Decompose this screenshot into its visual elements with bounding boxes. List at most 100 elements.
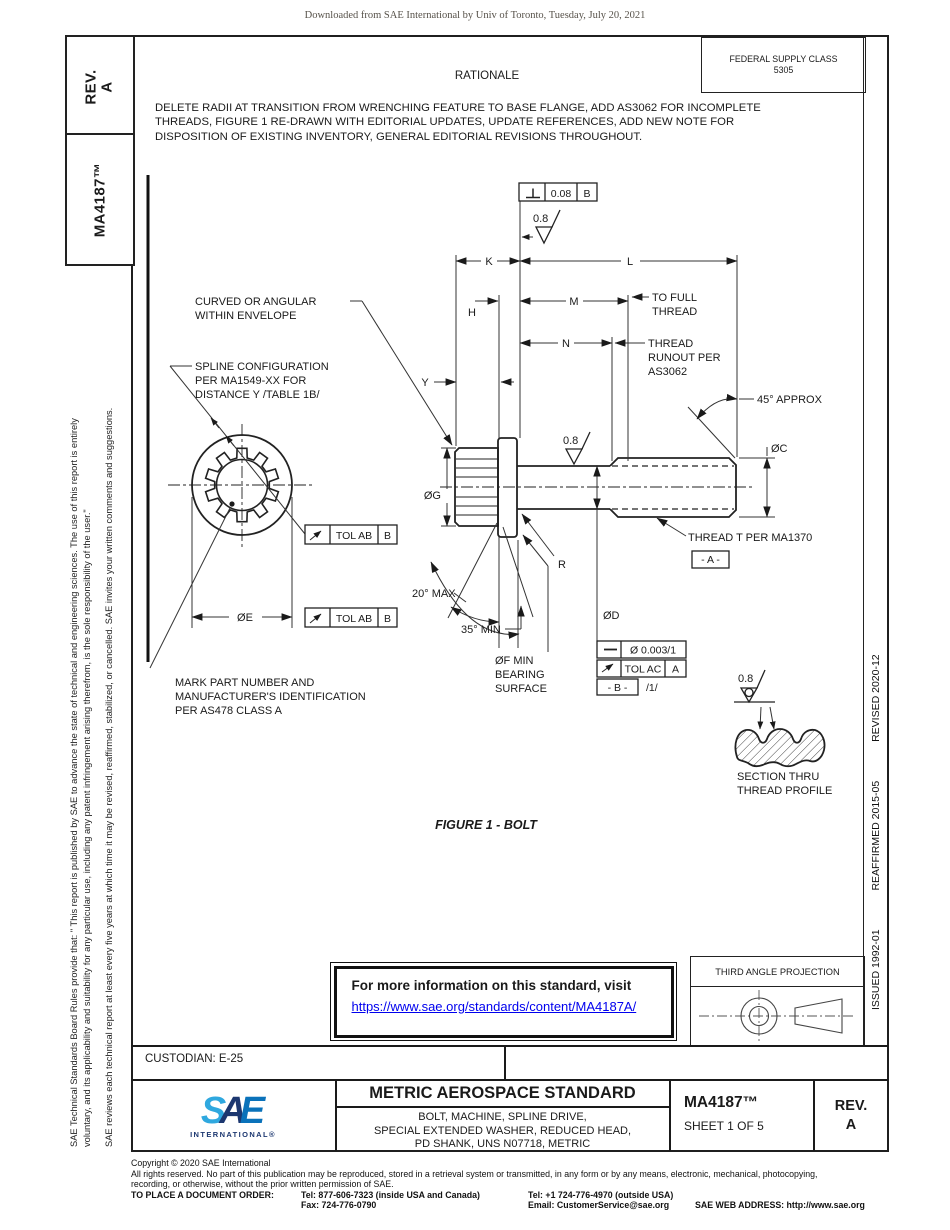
dim-h: H — [468, 307, 476, 319]
surface-finish-shank: 0.8 — [563, 435, 578, 447]
bearing-surface-note: ØF MIN — [495, 655, 534, 667]
rights-line: recording, or otherwise, without the pri… — [131, 1179, 394, 1190]
email-address: Email: CustomerService@sae.org — [528, 1200, 670, 1211]
surface-finish-symbols — [534, 209, 766, 704]
rationale-line: DISPOSITION OF EXISTING INVENTORY, GENER… — [155, 130, 643, 143]
sae-logo-letter-a: A — [219, 1090, 247, 1132]
title-block-divider — [813, 1081, 815, 1151]
standard-subtitle: SPECIAL EXTENDED WASHER, REDUCED HEAD, — [373, 1124, 632, 1137]
marking-note: PER AS478 CLASS A — [175, 705, 283, 717]
issued-date: ISSUED 1992-01 — [870, 929, 882, 1010]
angle-45-approx: 45° APPROX — [757, 394, 823, 406]
angle-20-max: 20° MAX — [412, 588, 456, 600]
title-block-divider — [669, 1081, 671, 1151]
section-label: SECTION THRU — [737, 771, 819, 783]
spline-config-note: SPLINE CONFIGURATION — [195, 361, 329, 373]
disclaimer-line: SAE reviews each technical report at lea… — [104, 407, 114, 1147]
title-block-divider — [131, 1079, 888, 1081]
tol-ab-frame: TOL AB — [336, 613, 372, 625]
fsc-value: 5305 — [773, 65, 794, 75]
feature-control-frames — [304, 182, 730, 696]
fcf-perp-datum: B — [583, 188, 590, 200]
dim-m: M — [569, 296, 578, 308]
standard-subtitle: BOLT, MACHINE, SPLINE DRIVE, — [418, 1111, 587, 1123]
order-label: TO PLACE A DOCUMENT ORDER: — [131, 1189, 274, 1200]
rights-line: All rights reserved. No part of this pub… — [131, 1168, 818, 1179]
tol-ab-datum: B — [384, 613, 391, 625]
document-number-cell: MA4187™ SHEET 1 OF 5 — [684, 1094, 764, 1133]
rationale-line: THREADS, FIGURE 1 RE-DRAWN WITH EDITORIA… — [155, 116, 735, 129]
sae-logo-subtext: INTERNATIONAL® — [190, 1130, 276, 1139]
revision-label: REV. — [834, 1098, 868, 1114]
rev-box: REV. A — [65, 35, 135, 139]
reaffirmed-date: REAFFIRMED 2015-05 — [870, 780, 882, 891]
revised-date: REVISED 2020-12 — [870, 654, 882, 742]
tol-ab-frame: TOL AB — [336, 530, 372, 542]
straightness-frame: Ø 0.003/1 — [630, 645, 676, 657]
revision-dates-vertical: ISSUED 1992-01 REAFFIRMED 2015-05 REVISE… — [870, 590, 882, 1010]
fsc-label: FEDERAL SUPPLY CLASS — [729, 53, 838, 64]
disclaimer-line: SAE Technical Standards Board Rules prov… — [69, 418, 79, 1147]
tel-outside: Tel: +1 724-776-4970 (outside USA) — [528, 1189, 674, 1200]
flagnote-1: /1/ — [646, 682, 658, 694]
title-block-divider — [504, 1045, 506, 1079]
thread-runout-note: AS3062 — [648, 366, 687, 378]
doc-number-box: MA4187™ — [65, 133, 135, 266]
marking-note: MARK PART NUMBER AND — [175, 677, 314, 689]
thread-runout-note: THREAD — [648, 338, 693, 350]
rev-value: A — [98, 81, 116, 93]
spline-config-note: DISTANCE Y /TABLE 1B/ — [195, 389, 320, 401]
third-angle-symbol — [699, 990, 855, 1042]
tol-ab-datum: B — [384, 530, 391, 542]
web-address: SAE WEB ADDRESS: http://www.sae.org — [695, 1200, 865, 1211]
document-number: MA4187™ — [684, 1094, 759, 1111]
bolt-side-view — [440, 437, 752, 538]
standard-subtitle: PD SHANK, UNS N07718, METRIC — [414, 1138, 591, 1150]
figure-caption: FIGURE 1 - BOLT — [435, 818, 538, 832]
section-thread-profile — [734, 701, 826, 768]
revision-cell: REV. A — [814, 1081, 888, 1151]
marking-note: MANUFACTURER'S IDENTIFICATION — [175, 691, 366, 703]
surface-finish-top: 0.8 — [533, 213, 548, 225]
page-frame — [131, 35, 889, 1152]
title-block-divider — [131, 1045, 888, 1047]
angle-35-min: 35° MIN — [461, 624, 501, 636]
radius-r: R — [558, 559, 566, 571]
disclaimer-line: voluntary, and its applicability and sui… — [82, 509, 92, 1147]
sidebar-disclaimer: SAE Technical Standards Board Rules prov… — [68, 272, 116, 1147]
download-watermark: Downloaded from SAE International by Uni… — [304, 10, 646, 21]
bearing-surface-note: SURFACE — [495, 683, 547, 695]
dim-n: N — [562, 338, 570, 350]
curved-envelope-note: WITHIN ENVELOPE — [195, 310, 296, 322]
doc-number-vertical: MA4187™ — [91, 162, 108, 237]
fcf-perp-value: 0.08 — [551, 188, 572, 200]
to-full-thread: THREAD — [652, 306, 697, 318]
thread-spec-note: THREAD T PER MA1370 — [688, 532, 812, 544]
sae-logo-letter-e: E — [239, 1090, 266, 1132]
title-block-divider — [335, 1081, 337, 1151]
datum-b-label: - B - — [608, 682, 628, 694]
spline-gear — [204, 447, 280, 523]
bolt-end-view — [168, 424, 312, 548]
thread-runout-note: RUNOUT PER — [648, 352, 721, 364]
projection-label: THIRD ANGLE PROJECTION — [691, 957, 864, 987]
federal-supply-class-box: FEDERAL SUPPLY CLASS 5305 — [701, 37, 866, 93]
sae-logo: SAE INTERNATIONAL® — [131, 1082, 335, 1152]
sheet-number: SHEET 1 OF 5 — [684, 1119, 764, 1133]
rationale-line: DELETE RADII AT TRANSITION FROM WRENCHIN… — [155, 102, 761, 114]
section-label: THREAD PROFILE — [737, 785, 832, 797]
datum-a-label: - A - — [701, 554, 720, 566]
revision-value: A — [845, 1117, 857, 1133]
curved-envelope-note: CURVED OR ANGULAR — [195, 296, 316, 308]
dim-k: K — [485, 256, 493, 268]
dia-e: ØE — [237, 612, 253, 624]
tol-ac-frame: TOL AC — [625, 664, 662, 676]
more-info-text: For more information on this standard, v… — [351, 977, 632, 993]
more-info-box: For more information on this standard, v… — [330, 962, 677, 1041]
fax-number: Fax: 724-776-0790 — [301, 1200, 377, 1211]
copyright-line: Copyright © 2020 SAE International — [131, 1158, 271, 1168]
rationale-title: RATIONALE — [454, 70, 520, 82]
dia-d: ØD — [603, 610, 620, 622]
standard-link[interactable]: https://www.sae.org/standards/content/MA… — [351, 998, 637, 1014]
